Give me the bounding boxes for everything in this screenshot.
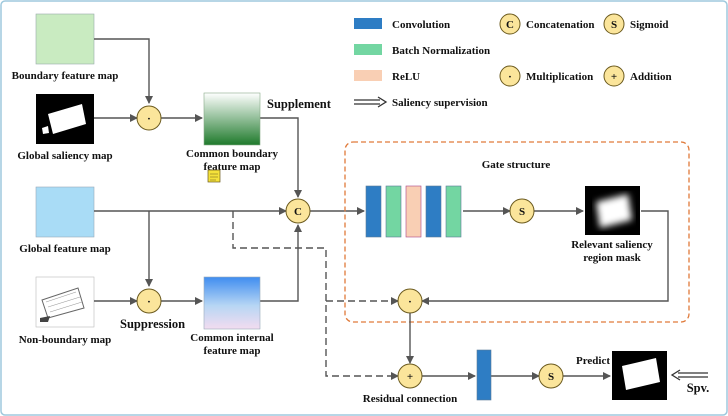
boundary-feature-map-box (35, 13, 95, 65)
gate-sigmoid-node: S (509, 198, 535, 224)
global-saliency-map-label: Global saliency map (17, 150, 112, 162)
svg-text:S: S (611, 19, 617, 31)
legend-convolution-swatch (354, 18, 382, 29)
legend-add-label: Addition (630, 71, 672, 83)
relevant-mask-label-line1: Relevant saliency (571, 239, 653, 251)
legend-batch-norm-label: Batch Normalization (392, 45, 490, 57)
svg-text:·: · (508, 71, 512, 83)
note-icon (207, 169, 221, 183)
relevant-mask-label-line2: region mask (583, 252, 641, 264)
gate-structure-box (344, 141, 690, 323)
legend-mult-symbol: · (499, 65, 521, 87)
gate-conv-block-1 (365, 185, 382, 238)
common-internal-feature-map-box (203, 276, 261, 330)
boundary-feature-map-label: Boundary feature map (12, 70, 119, 82)
supervision-arrow-icon (670, 369, 708, 381)
supplement-label: Supplement (267, 97, 332, 111)
global-feature-map-label: Global feature map (19, 243, 110, 255)
suppression-label: Suppression (120, 317, 185, 331)
common-boundary-feature-map-box (203, 92, 261, 146)
multiplication-node-bottom: · (136, 288, 162, 314)
gate-relu-block (405, 185, 422, 238)
legend-relu-label: ReLU (392, 71, 420, 83)
global-feature-map-box (35, 186, 95, 238)
svg-text:C: C (294, 206, 302, 218)
svg-text:+: + (407, 371, 413, 383)
prediction-output-image (612, 351, 667, 400)
concatenation-node: C (285, 198, 311, 224)
legend-concat-symbol: C (499, 13, 521, 35)
svg-text:S: S (548, 371, 554, 383)
legend-supervision-arrow-icon (354, 96, 388, 108)
output-sigmoid-node: S (538, 363, 564, 389)
bottom-connectors (406, 313, 611, 380)
legend-relu-swatch (354, 70, 382, 81)
residual-dashed-paths (232, 211, 399, 380)
svg-text:S: S (519, 206, 525, 218)
predict-label: Predict (576, 355, 610, 367)
output-conv-block (476, 349, 492, 401)
relevant-saliency-mask-image (585, 186, 640, 235)
svg-text:·: · (147, 296, 151, 308)
multiplication-node-top: · (136, 105, 162, 131)
legend-supervision-label: Saliency supervision (392, 97, 488, 109)
global-saliency-map-image (36, 94, 94, 144)
gate-multiplication-node: · (397, 288, 423, 314)
gate-structure-title: Gate structure (482, 159, 551, 171)
spv-label: Spv. (687, 381, 710, 395)
common-boundary-label-line1: Common boundary (186, 148, 278, 160)
legend-convolution-label: Convolution (392, 19, 450, 31)
gate-bn-block-2 (445, 185, 462, 238)
common-internal-label-line2: feature map (204, 345, 261, 357)
legend-sigmoid-symbol: S (603, 13, 625, 35)
svg-text:C: C (506, 19, 514, 31)
legend-add-symbol: + (603, 65, 625, 87)
svg-text:·: · (408, 296, 412, 308)
svg-text:·: · (147, 113, 151, 125)
residual-connection-label: Residual connection (363, 393, 457, 405)
legend-mult-label: Multiplication (526, 71, 593, 83)
svg-text:+: + (611, 71, 617, 83)
gate-layer-stack (365, 185, 462, 238)
legend-concat-label: Concatenation (526, 19, 594, 31)
legend-batch-norm-swatch (354, 44, 382, 55)
gate-conv-block-2 (425, 185, 442, 238)
legend-sigmoid-label: Sigmoid (630, 19, 669, 31)
common-internal-label-line1: Common internal (190, 332, 273, 344)
gate-connectors (421, 207, 669, 305)
left-connectors (94, 38, 365, 305)
non-boundary-map-image (35, 276, 95, 328)
non-boundary-map-label: Non-boundary map (19, 334, 112, 346)
gate-bn-block-1 (385, 185, 402, 238)
residual-addition-node: + (397, 363, 423, 389)
